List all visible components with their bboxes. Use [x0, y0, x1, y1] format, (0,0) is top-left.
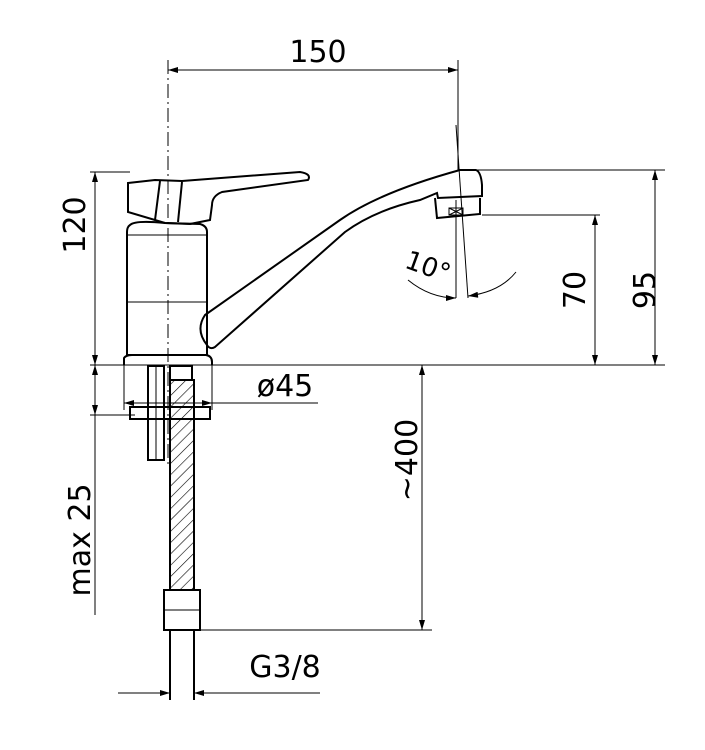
- total-height-label: 95: [628, 271, 663, 309]
- angle-label: 10°: [401, 246, 455, 290]
- thread-label: G3/8: [249, 650, 321, 685]
- dimension-lines: [90, 60, 665, 696]
- faucet-body: [123, 169, 483, 365]
- dimension-labels: 150 120 70 95 ø45 ~400 max 25 G3/8 10°: [58, 35, 663, 685]
- mounting-hardware: [129, 365, 211, 700]
- hose-length-label: ~400: [390, 419, 425, 501]
- max-thickness-label: max 25: [63, 483, 98, 596]
- body-height-label: 120: [58, 196, 93, 253]
- width-label: 150: [289, 35, 346, 70]
- outlet-height-label: 70: [558, 271, 593, 309]
- base-diameter-label: ø45: [257, 369, 314, 404]
